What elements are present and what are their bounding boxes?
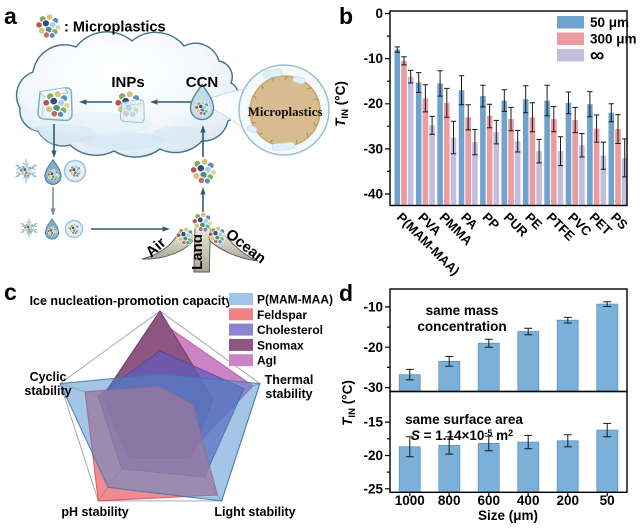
svg-text:-30: -30 bbox=[363, 141, 383, 156]
svg-text:800: 800 bbox=[438, 493, 461, 508]
svg-text:300 μm: 300 μm bbox=[590, 32, 637, 47]
svg-text:-10: -10 bbox=[363, 51, 383, 66]
svg-text:50: 50 bbox=[600, 493, 615, 508]
svg-text:-20: -20 bbox=[363, 96, 383, 111]
svg-text:AgI: AgI bbox=[257, 354, 276, 368]
svg-text:TIN (°C): TIN (°C) bbox=[340, 380, 358, 426]
svg-text:S = 1.14×10-5 m2: S = 1.14×10-5 m2 bbox=[411, 428, 513, 443]
svg-text:same mass: same mass bbox=[426, 303, 499, 318]
svg-text:Size (μm): Size (μm) bbox=[478, 508, 538, 523]
svg-text:-20: -20 bbox=[363, 448, 383, 463]
svg-text:concentration: concentration bbox=[417, 319, 506, 334]
svg-text:Feldspar: Feldspar bbox=[257, 308, 307, 322]
svg-text:Cyclic: Cyclic bbox=[30, 370, 67, 384]
svg-text:∞: ∞ bbox=[590, 45, 604, 67]
svg-text:a: a bbox=[4, 3, 17, 29]
svg-text:pH stability: pH stability bbox=[61, 505, 128, 519]
svg-text:d: d bbox=[339, 280, 353, 306]
svg-text:-30: -30 bbox=[363, 380, 383, 395]
svg-text:TIN (°C): TIN (°C) bbox=[333, 81, 351, 127]
svg-text:-40: -40 bbox=[363, 187, 383, 202]
svg-text:Cholesterol: Cholesterol bbox=[257, 323, 323, 337]
svg-text:INPs: INPs bbox=[111, 74, 144, 91]
svg-text:0: 0 bbox=[375, 6, 383, 21]
svg-text:Microplastics: Microplastics bbox=[248, 104, 323, 119]
svg-text:PP: PP bbox=[479, 210, 502, 233]
svg-text:stability: stability bbox=[24, 384, 71, 398]
svg-text:b: b bbox=[339, 3, 353, 29]
svg-text:-15: -15 bbox=[363, 415, 383, 430]
svg-text:CCN: CCN bbox=[186, 74, 219, 91]
svg-text:1000: 1000 bbox=[395, 493, 425, 508]
svg-text:-20: -20 bbox=[363, 340, 383, 355]
svg-text:: Microplastics: : Microplastics bbox=[64, 20, 166, 36]
svg-text:50 μm: 50 μm bbox=[590, 15, 629, 30]
svg-text:600: 600 bbox=[478, 493, 501, 508]
svg-text:200: 200 bbox=[557, 493, 580, 508]
svg-text:Snomax: Snomax bbox=[257, 338, 304, 352]
svg-text:PET: PET bbox=[586, 210, 615, 239]
svg-text:stability: stability bbox=[265, 387, 312, 401]
svg-text:Thermal: Thermal bbox=[265, 373, 314, 387]
svg-text:same surface area: same surface area bbox=[405, 412, 523, 427]
svg-text:-25: -25 bbox=[363, 481, 383, 496]
svg-text:PUR: PUR bbox=[501, 210, 531, 240]
svg-text:400: 400 bbox=[517, 493, 540, 508]
svg-text:c: c bbox=[4, 279, 17, 305]
svg-text:Land: Land bbox=[189, 234, 206, 270]
svg-text:P(MAM-MAA): P(MAM-MAA) bbox=[257, 293, 333, 307]
svg-text:Ice nucleation-promotion capac: Ice nucleation-promotion capacity bbox=[30, 294, 233, 308]
svg-text:Light stability: Light stability bbox=[214, 505, 295, 519]
svg-text:-10: -10 bbox=[363, 299, 383, 314]
